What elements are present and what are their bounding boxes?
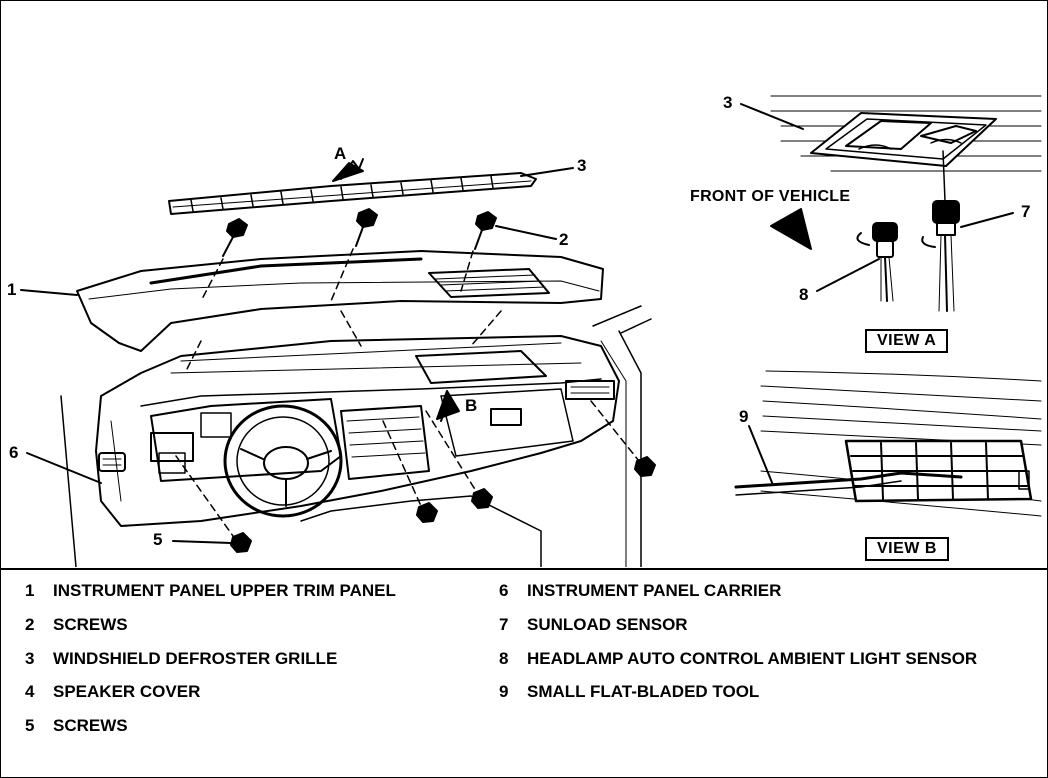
view-a-arrowhead — [332, 162, 364, 182]
leader-va-8 — [816, 258, 880, 292]
instrument-panel-carrier — [60, 305, 652, 567]
legend-text: SPEAKER COVER — [53, 682, 201, 701]
legend-number: 5 — [25, 716, 35, 735]
callout-view-a-7: 7 — [1021, 202, 1031, 221]
screw-lower-2 — [416, 502, 438, 523]
front-arrow — [770, 208, 812, 250]
legend-item-6: 6 INSTRUMENT PANEL CARRIER — [499, 581, 781, 601]
legend-number: 4 — [25, 682, 35, 701]
screw-lower-1 — [230, 532, 252, 553]
leader-5 — [172, 540, 232, 544]
callout-2: 2 — [559, 230, 569, 249]
callout-view-b-9: 9 — [739, 407, 749, 426]
view-a-inset — [740, 95, 1042, 312]
legend-item-4: 4 SPEAKER COVER — [25, 682, 200, 702]
view-a-label: VIEW A — [865, 329, 949, 353]
legend-item-5: 5 SCREWS — [25, 716, 128, 736]
flat-bladed-tool — [734, 471, 963, 496]
screw-top-1 — [222, 218, 248, 257]
callout-6: 6 — [9, 443, 19, 462]
legend-divider — [1, 568, 1047, 570]
legend-number: 7 — [499, 615, 509, 634]
leader-2 — [495, 225, 557, 240]
leader-3 — [520, 167, 574, 177]
screw-lower-4 — [634, 456, 656, 477]
legend-item-7: 7 SUNLOAD SENSOR — [499, 615, 688, 635]
callout-3: 3 — [577, 156, 587, 175]
view-b-arrow — [440, 398, 450, 422]
legend-number: 3 — [25, 649, 35, 668]
legend-text: SMALL FLAT-BLADED TOOL — [527, 682, 760, 701]
upper-trim-panel — [76, 250, 604, 352]
vent-louvers — [850, 442, 1028, 500]
alignment-lines-lower — [175, 400, 640, 537]
callout-a: A — [334, 144, 347, 163]
legend-text: SCREWS — [53, 716, 128, 735]
leader-1 — [20, 289, 78, 296]
view-b-inset — [734, 370, 1042, 517]
screw-lower-3 — [471, 488, 493, 509]
callout-b: B — [465, 396, 478, 415]
headlamp-sensor — [856, 222, 898, 302]
screws-top — [222, 208, 497, 257]
legend-text: WINDSHIELD DEFROSTER GRILLE — [53, 649, 338, 668]
leader-6 — [26, 452, 102, 484]
legend-number: 1 — [25, 581, 35, 600]
defroster-grille — [168, 172, 537, 215]
front-of-vehicle-label: FRONT OF VEHICLE — [690, 188, 851, 205]
sunload-sensor — [921, 150, 960, 312]
callout-view-a-8: 8 — [799, 285, 809, 304]
leader-va-7 — [960, 212, 1014, 228]
legend-text: INSTRUMENT PANEL CARRIER — [527, 581, 782, 600]
legend-number: 2 — [25, 615, 35, 634]
legend-item-2: 2 SCREWS — [25, 615, 128, 635]
legend-text: HEADLAMP AUTO CONTROL AMBIENT LIGHT SENS… — [527, 649, 978, 668]
leader-va-3 — [740, 103, 804, 130]
view-b-arrowhead — [436, 390, 460, 420]
alignment-lines-top — [185, 248, 502, 372]
legend-item-3: 3 WINDSHIELD DEFROSTER GRILLE — [25, 649, 337, 669]
screws-lower — [230, 456, 656, 553]
legend-item-1: 1 INSTRUMENT PANEL UPPER TRIM PANEL — [25, 581, 396, 601]
callout-5: 5 — [153, 530, 163, 549]
exploded-view-drawing — [20, 95, 1042, 567]
legend-text: SUNLOAD SENSOR — [527, 615, 688, 634]
legend-text: INSTRUMENT PANEL UPPER TRIM PANEL — [53, 581, 396, 600]
screw-top-2 — [355, 208, 378, 247]
leader-vb-9 — [748, 425, 774, 486]
callout-view-a-3: 3 — [723, 93, 733, 112]
callout-1: 1 — [7, 280, 17, 299]
screw-top-3 — [474, 211, 497, 250]
legend-number: 9 — [499, 682, 509, 701]
legend-number: 6 — [499, 581, 509, 600]
view-b-label: VIEW B — [865, 537, 949, 561]
legend-text: SCREWS — [53, 615, 128, 634]
legend-item-9: 9 SMALL FLAT-BLADED TOOL — [499, 682, 759, 702]
legend-number: 8 — [499, 649, 509, 668]
legend-item-8: 8 HEADLAMP AUTO CONTROL AMBIENT LIGHT SEN… — [499, 649, 977, 669]
